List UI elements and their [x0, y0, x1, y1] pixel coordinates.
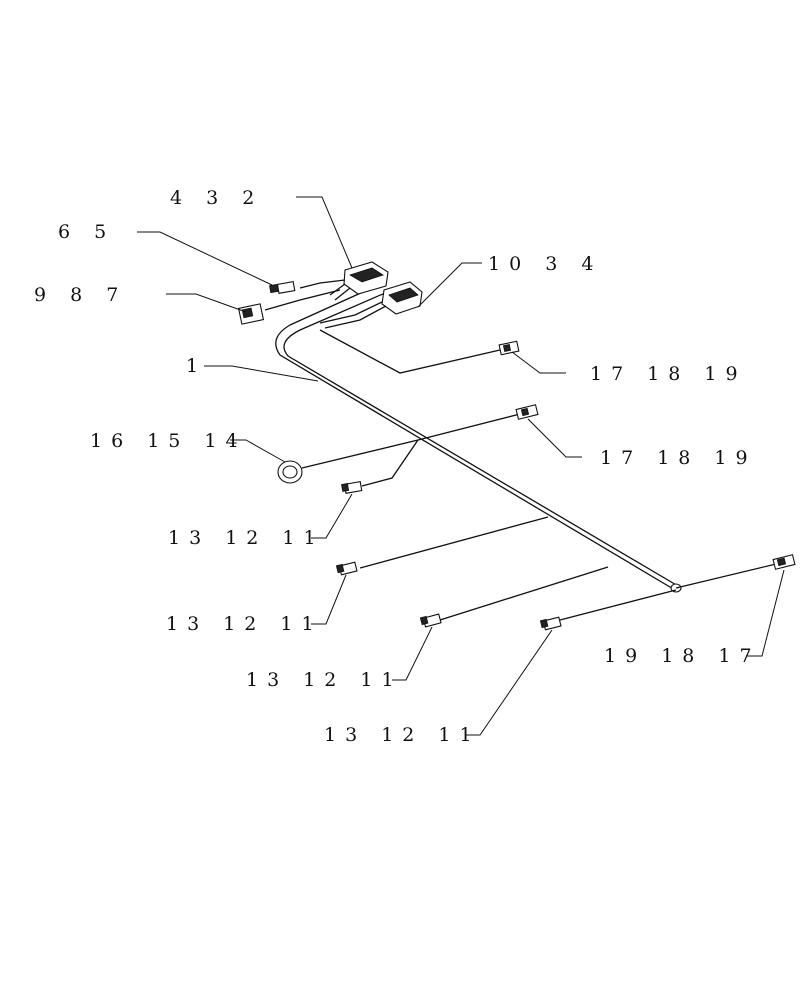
end-connector-17-18-19 — [675, 554, 796, 589]
callout-4-3-2: 4 3 2 — [170, 187, 263, 209]
main-harness-trunk — [275, 281, 682, 593]
branch-connector-11-12-13-a — [341, 439, 419, 494]
top-connector-block-b — [319, 281, 423, 329]
callout-19-18-17: 19 18 17 — [604, 645, 761, 667]
leader-lines — [137, 196, 785, 736]
branch-upper-17-18-19 — [319, 329, 520, 374]
callout-10-3-4: 10 3 4 — [488, 253, 602, 275]
round-socket-14-15-16 — [277, 460, 303, 484]
callout-9-8-7: 9 8 7 — [34, 284, 127, 306]
branch-middle-17-18-19 — [301, 404, 539, 469]
inline-connector-5 — [269, 279, 346, 294]
callout-13-12-11-b: 13 12 11 — [166, 613, 323, 635]
callout-13-12-11-c: 13 12 11 — [246, 669, 403, 691]
callout-6-5: 6 5 — [58, 221, 115, 243]
callout-17-18-19-upper: 17 18 19 — [590, 363, 747, 385]
callout-16-15-14: 16 15 14 — [90, 430, 247, 452]
branch-connector-11-12-13-d — [539, 589, 677, 631]
callout-labels: 4 3 2 6 5 9 8 7 10 3 4 1 17 18 19 17 18 … — [34, 187, 761, 746]
callout-13-12-11-d: 13 12 11 — [324, 724, 481, 746]
plug-connector-7 — [237, 289, 341, 325]
branch-connector-11-12-13-c — [419, 566, 609, 628]
callout-17-18-19-middle: 17 18 19 — [600, 447, 757, 469]
callout-13-12-11-a: 13 12 11 — [168, 527, 325, 549]
top-connector-block-a — [329, 261, 389, 301]
callout-1: 1 — [186, 355, 207, 377]
branch-connector-11-12-13-b — [335, 516, 549, 576]
